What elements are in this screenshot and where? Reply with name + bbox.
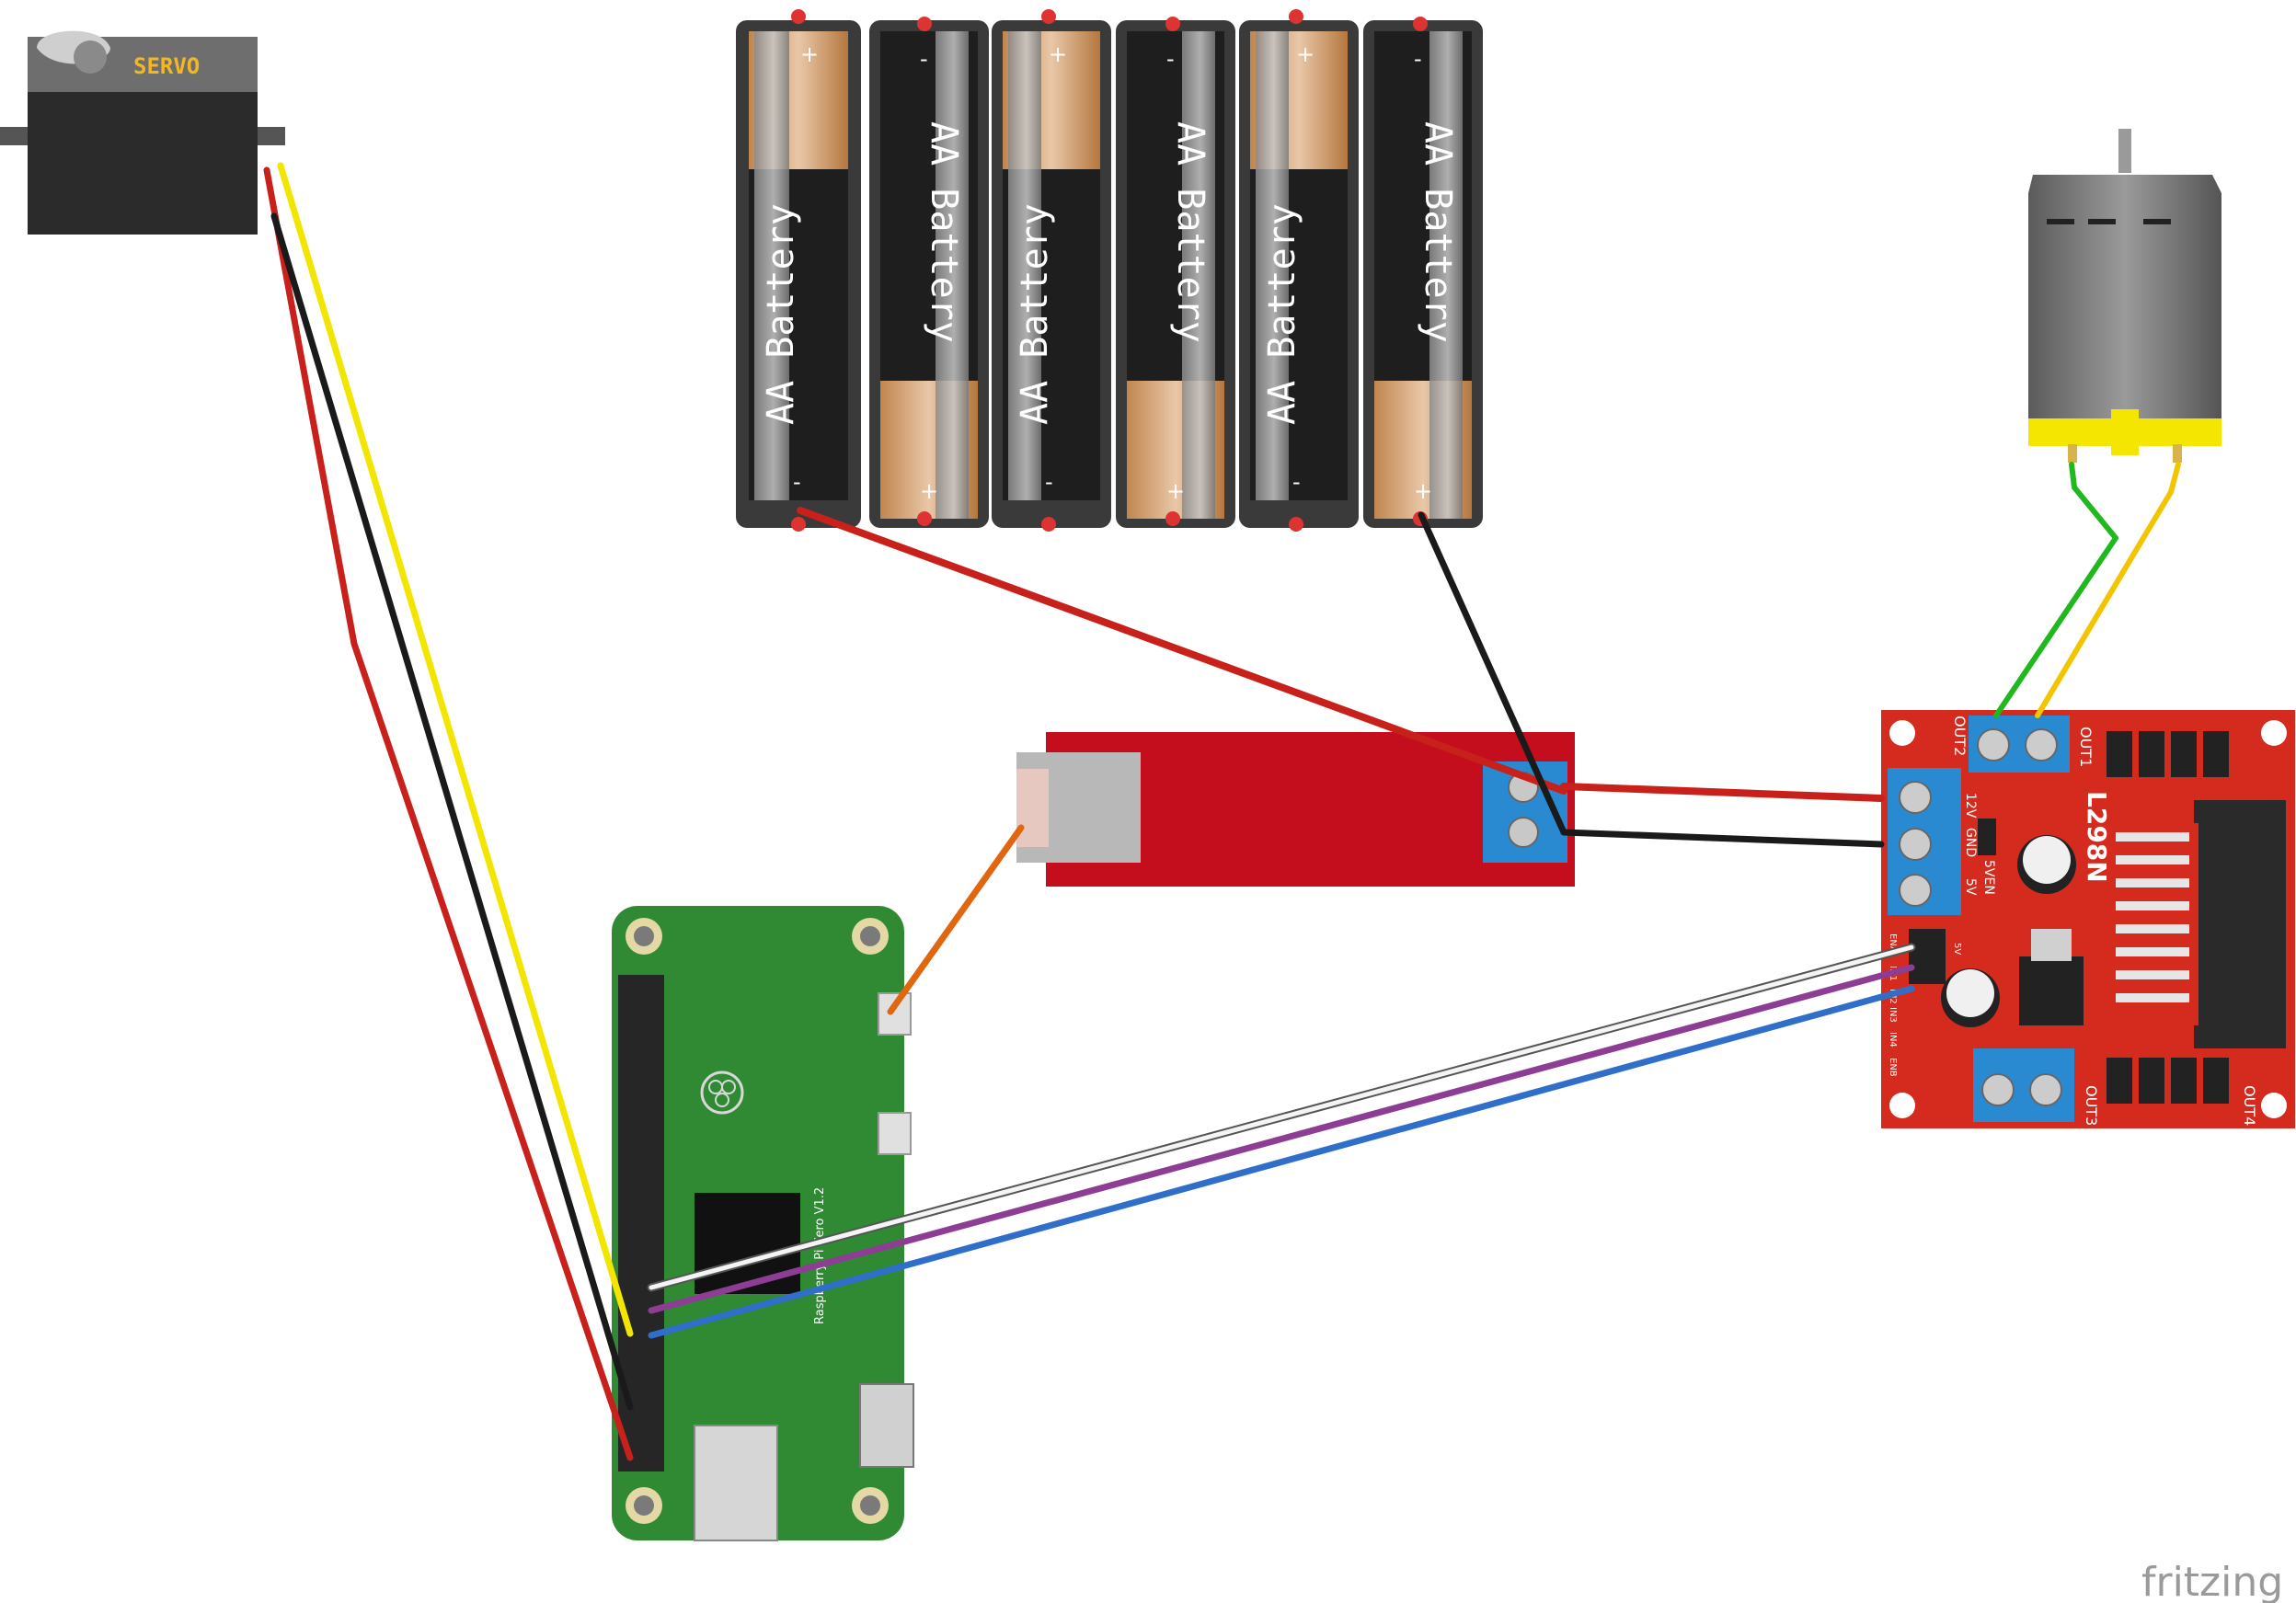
control-purple-wire [648, 964, 1915, 1314]
battery-label: AA Battery [923, 121, 965, 343]
battery-minus: - [1045, 469, 1053, 495]
battery-label: AA Battery [1014, 203, 1056, 425]
in3-label: IN3 [1888, 1007, 1898, 1023]
usb-orange-wire [887, 824, 1025, 1015]
control-white-wire-core [649, 945, 1914, 1290]
out3-label: OUT3 [2083, 1085, 2100, 1126]
battery-minus: - [920, 46, 928, 72]
motor-green-wire [1993, 462, 2118, 718]
ena-label: ENA [1888, 933, 1898, 953]
battery-black-wire [1418, 511, 1567, 836]
out2-label: OUT2 [1951, 716, 1969, 756]
battery-plus: + [920, 478, 938, 504]
battery-plus: + [800, 41, 819, 67]
battery-label: AA Battery [1261, 203, 1303, 425]
gnd-label: GND [1963, 828, 1978, 857]
power-module [1016, 732, 1575, 887]
servo-label: SERVO [133, 53, 200, 79]
control-blue-wire [648, 985, 1915, 1339]
battery-red-wire [797, 507, 1567, 795]
12v-label: 12V [1963, 793, 1978, 819]
pin-5v-label: 5V [1952, 943, 1962, 955]
battery-minus: - [1292, 469, 1301, 495]
battery-6: AA Battery - + [1363, 17, 1483, 528]
5ven-label: 5VEN [1981, 860, 1996, 895]
battery-plus: + [1414, 478, 1432, 504]
battery-label: AA Battery [760, 203, 802, 425]
5v-label: 5V [1963, 878, 1978, 896]
dc-motor [2028, 129, 2221, 463]
battery-5: AA Battery + - [1239, 9, 1359, 532]
chip-label: L298N [2082, 791, 2112, 883]
battery-1: AA Battery + - [736, 9, 861, 532]
battery-plus: + [1166, 478, 1185, 504]
pi-label: Raspberry Pi Zero V1.2 [813, 1187, 827, 1324]
servo-red-wire [263, 166, 634, 1461]
wires [263, 162, 2181, 1461]
battery-plus: + [1296, 41, 1314, 67]
raspberry-pi-zero: Raspberry Pi Zero V1.2 [612, 906, 914, 1541]
battery-minus: - [1414, 46, 1422, 72]
enb-label: ENB [1888, 1058, 1898, 1077]
battery-3: AA Battery + - [992, 9, 1111, 532]
out1-label: OUT1 [2077, 727, 2095, 767]
out4-label: OUT4 [2241, 1085, 2258, 1126]
battery-label: AA Battery [1417, 121, 1459, 343]
in4-label: IN4 [1888, 1032, 1898, 1048]
battery-plus: + [1049, 41, 1067, 67]
power-black-wire [1560, 829, 1885, 848]
fritzing-watermark: fritzing [2141, 1559, 2283, 1603]
battery-4: AA Battery - + [1116, 17, 1235, 528]
power-red-wire [1560, 783, 1885, 802]
motor-yellow-wire [2035, 462, 2181, 718]
battery-minus: - [1166, 46, 1175, 72]
battery-label: AA Battery [1169, 121, 1211, 343]
battery-2: AA Battery - + [869, 17, 989, 528]
servo-yellow-wire [277, 162, 634, 1337]
servo-motor: SERVO [0, 30, 285, 235]
servo-black-wire [270, 212, 634, 1411]
l298n-motor-driver: OUT2 OUT1 OUT3 OUT4 12V GND 5V 5VEN L298… [1881, 710, 2295, 1128]
battery-minus: - [793, 469, 801, 495]
